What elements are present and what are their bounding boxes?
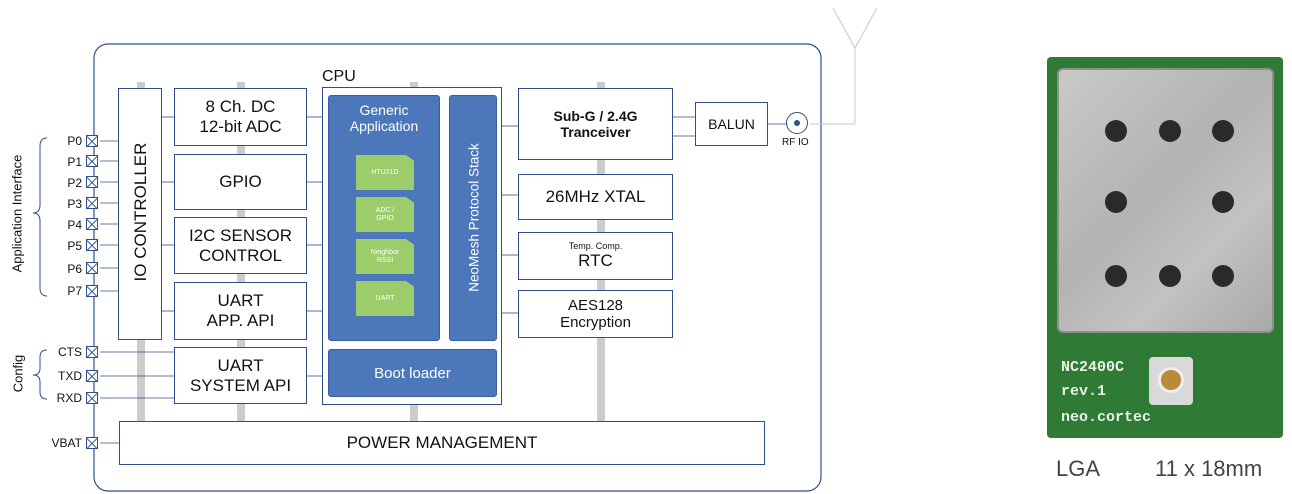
protocol-stack-label: NeoMesh Protocol Stack [466,143,482,292]
pin-p1-icon [86,155,98,167]
module-adc-gpio: ADC / GPIO [356,197,414,232]
adc-line-2: 12-bit ADC [199,117,282,136]
pin-label-vbat: VBAT [51,436,82,450]
silkscreen-brand: neo.cortec [1061,409,1152,426]
caption-package: LGA [1056,456,1101,481]
shield-hole-icon [1212,265,1234,287]
pin-vbat-icon [86,437,98,449]
io-controller-label: IO CONTROLLER [131,142,150,282]
uart-system-block: UART SYSTEM API [174,347,307,404]
tranceiver-block: Sub-G / 2.4G Tranceiver [518,88,673,160]
uart-app-block: UART APP. API [174,282,307,340]
boot-loader-block: Boot loader [328,349,497,397]
pin-label-p4: P4 [67,218,82,232]
uart-system-line-1: UART [217,355,264,375]
shield-hole-icon [1212,191,1234,213]
generic-application-title: Generic Application [329,102,439,134]
io-controller-block: IO CONTROLLER [118,88,162,340]
protocol-stack-block: NeoMesh Protocol Stack [449,95,497,341]
xtal-block: 26MHz XTAL [518,174,673,220]
pin-label-p2: P2 [67,176,82,190]
xtal-label: 26MHz XTAL [545,187,646,206]
application-interface-label: Application Interface [9,154,25,273]
gpio-block: GPIO [174,154,307,210]
pin-label-p1: P1 [67,155,82,169]
silkscreen-rev: rev.1 [1061,383,1107,400]
rtc-block: Temp. Comp. RTC [518,232,673,280]
pin-rxd-icon [86,392,98,404]
module-neighbor-rssi: Neighbor RSSI [356,239,414,274]
gpio-label: GPIO [219,172,262,191]
pin-txd-icon [86,370,98,382]
adc-block: 8 Ch. DC 12-bit ADC [174,88,307,146]
aes-line-2: Encryption [560,314,631,331]
shield-hole-icon [1105,120,1127,142]
shield-hole-icon [1159,265,1181,287]
config-label: Config [10,354,26,393]
shield-hole-icon [1105,265,1127,287]
power-management-block: POWER MANAGEMENT [119,421,765,465]
pin-label-p7: P7 [67,284,82,298]
antenna-icon [810,7,878,125]
pin-p7-icon [86,285,98,297]
shield-hole-icon [1212,120,1234,142]
pin-p2-icon [86,176,98,188]
module-htu21d: HTU21D [356,155,414,190]
pin-label-txd: TXD [58,369,82,383]
module-neighbor-rssi-label: Neighbor RSSI [370,248,400,264]
aes-block: AES128 Encryption [518,290,673,338]
caption-size: 11 x 18mm [1155,456,1263,481]
rtc-sub-label: Temp. Comp. [568,241,623,252]
tranceiver-line-2: Tranceiver [560,124,631,140]
module-photo: NC2400C rev.1 neo.cortec [1047,57,1283,438]
module-adc-gpio-label: ADC / GPIO [375,206,395,222]
i2c-line-1: I2C SENSOR [189,225,292,245]
pin-p5-icon [86,239,98,251]
i2c-line-2: CONTROL [198,245,283,265]
pin-p3-icon [86,197,98,209]
pin-cts-icon [86,346,98,358]
uart-app-line-1: UART [217,291,264,311]
rf-shield [1057,68,1274,333]
i2c-sensor-block: I2C SENSOR CONTROL [174,217,307,274]
generic-app-line-1: Generic [359,102,409,118]
power-management-label: POWER MANAGEMENT [346,433,538,452]
pin-label-rxd: RXD [56,391,82,405]
pin-label-p5: P5 [67,239,82,253]
pin-p6-icon [86,262,98,274]
rf-io-label: RF IO [782,137,809,148]
module-uart-label: UART [375,294,395,302]
module-htu21d-label: HTU21D [371,168,399,176]
cpu-label: CPU [322,68,356,85]
balun-label: BALUN [708,116,755,132]
silkscreen-model: NC2400C [1061,359,1125,376]
app-interface-brace [32,137,48,297]
pin-label-p6: P6 [67,262,82,276]
pin-p0-icon [86,135,98,147]
pin-arrows [100,116,788,444]
pin-label-p3: P3 [67,197,82,211]
adc-line-1: 8 Ch. DC [205,97,276,117]
uart-system-line-2: SYSTEM API [189,375,292,395]
rtc-label: RTC [578,251,613,271]
shield-hole-icon [1159,120,1181,142]
ufl-connector-icon [1149,357,1193,405]
balun-block: BALUN [695,102,768,146]
uart-app-line-2: APP. API [206,311,275,330]
pin-p4-icon [86,218,98,230]
config-brace [32,349,48,400]
tranceiver-line-1: Sub-G / 2.4G [553,107,638,124]
generic-app-line-2: Application [349,118,419,135]
shield-hole-icon [1105,191,1127,213]
pin-label-cts: CTS [58,345,82,359]
pin-label-p0: P0 [67,134,82,148]
module-uart: UART [356,281,414,316]
rf-io-connector-icon [786,112,808,134]
aes-line-1: AES128 [567,296,624,314]
boot-loader-label: Boot loader [374,364,451,382]
